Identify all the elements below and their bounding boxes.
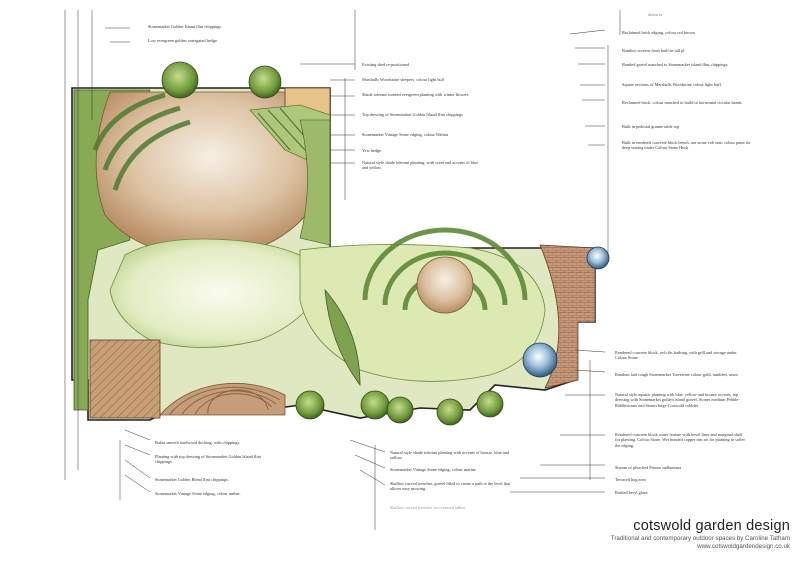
label-yew-hedge: Yew hedge. (362, 148, 383, 153)
brand-block: cotswold garden design Traditional and c… (570, 518, 790, 551)
round-table (586, 246, 610, 270)
label-water-feature: Rendered concrete block water feature wi… (615, 432, 745, 448)
label-natural-planting: Natural style shade tolerant planting wi… (390, 450, 509, 461)
top-right-planting-strip (299, 119, 331, 246)
hedge-bands-top-left (92, 92, 191, 191)
brand-name: cotswold garden design (633, 518, 790, 534)
label-beryl: Bottled beryl glaze (615, 490, 648, 495)
label-shed: Existing shed re-positioned (362, 62, 410, 67)
label-aquatic-planting: Natural style aquatic planting with blue… (615, 392, 740, 408)
label-scented-planting: Shade tolerant scented evergreen plantin… (362, 92, 469, 97)
label-sleepers: Marshalls Woodstone sleepers, colour lig… (362, 77, 445, 82)
label-marine-edging: Stonemarket Vintage Stone edging, colour… (390, 467, 476, 472)
circular-terrace (416, 256, 474, 314)
label-bench: Built in rendered concrete block bench, … (622, 140, 751, 151)
label-woodstone-squares: Square sections of Marshalls Woodstone c… (622, 82, 722, 87)
trees (161, 61, 504, 426)
label-golden-top-dressing: Planting with top dressing of Stonemarke… (155, 454, 261, 465)
label-recessed: Shallow curved trenches for recessed tab… (390, 505, 466, 510)
label-vintage-edging: Stonemarket Vintage Stone edging, colour… (362, 132, 449, 137)
label-bog-area: Terraced bog area (615, 477, 646, 482)
label-trenches: Shallow curved trenches, gravel filled t… (390, 481, 511, 492)
label-bonded-gravel: Bonded gravel matched to Stonemarket isl… (622, 62, 729, 67)
brand-url[interactable]: www.cotswoldgardendesign.co.uk (697, 543, 790, 550)
label-top-dressing: Top dressing of Stonemarket Golden Islan… (362, 112, 463, 117)
corner-note: drawn at (648, 12, 662, 17)
label-umber-edging: Stonemarket Vintage Stone edging, colour… (155, 491, 241, 496)
label-golden-blend: Stonemarket Golden Blend flint chippings… (155, 477, 229, 482)
label-granite-table: Built in pedestal granite table top (622, 124, 680, 129)
leaf-planting-bed (324, 288, 361, 387)
label-decking: Balau smooth hardwood decking, with chip… (155, 440, 241, 445)
label-reclaimed-brick: Reclaimed brick, colour matched to build… (622, 100, 742, 105)
label-flint-chippings: Stonemarket Golden Island flint chipping… (148, 24, 223, 29)
brand-tagline: Traditional and contemporary outdoor spa… (610, 535, 790, 542)
water-feature (522, 342, 558, 378)
label-travertine: Random laid rough Stonemarket Travertine… (615, 372, 738, 377)
hardwood-deck (89, 339, 161, 419)
curved-gravel-seating (159, 382, 286, 416)
label-brick-edging: Reclaimed brick edging, colour red brown (622, 30, 695, 35)
leader-lines (64, 10, 621, 530)
label-bamboo: Bamboo screens from built-in tall pl (622, 48, 685, 53)
label-shade-planting: Natural style shade tolerant planting, w… (362, 160, 479, 171)
label-bbq: Rendered concrete block, red tile, bathi… (615, 350, 738, 361)
label-prunus: Stream of pleached Prunus sudburiana (615, 465, 682, 470)
label-golden-hedge: Low evergreen golden variegated hedge. (148, 38, 218, 43)
brick-patio (539, 244, 596, 389)
